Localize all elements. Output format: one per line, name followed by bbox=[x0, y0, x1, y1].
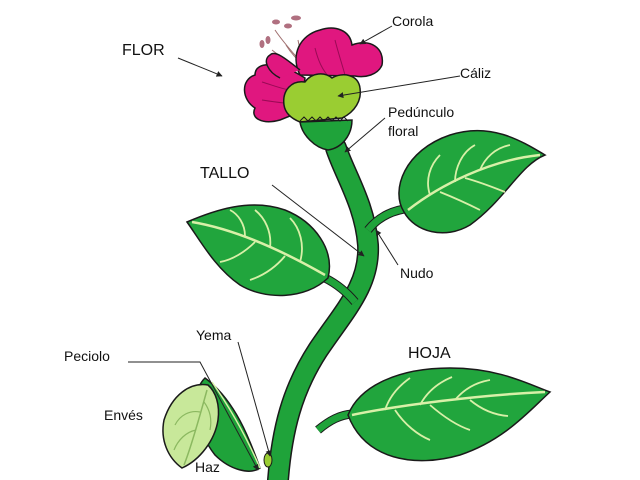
leaf-lower-right bbox=[347, 367, 552, 462]
label-hoja: HOJA bbox=[408, 345, 451, 362]
label-pedunculo: Pedúnculo bbox=[388, 104, 454, 120]
label-haz: Haz bbox=[195, 459, 220, 475]
leaf-bottom-left bbox=[162, 377, 273, 472]
label-yema: Yema bbox=[196, 327, 232, 343]
label-corola: Corola bbox=[392, 13, 433, 29]
label-enves: Envés bbox=[104, 407, 143, 423]
label-peciolo: Peciolo bbox=[64, 348, 110, 364]
leaf-upper-right bbox=[398, 129, 547, 234]
label-flor: FLOR bbox=[122, 42, 165, 59]
label-tallo: TALLO bbox=[200, 165, 250, 182]
leaf-left bbox=[185, 204, 331, 297]
label-pedunculo-floral: floral bbox=[388, 123, 418, 139]
flower bbox=[243, 15, 384, 151]
pointer-lines bbox=[128, 25, 461, 471]
label-caliz: Cáliz bbox=[460, 65, 491, 81]
label-nudo: Nudo bbox=[400, 265, 434, 281]
